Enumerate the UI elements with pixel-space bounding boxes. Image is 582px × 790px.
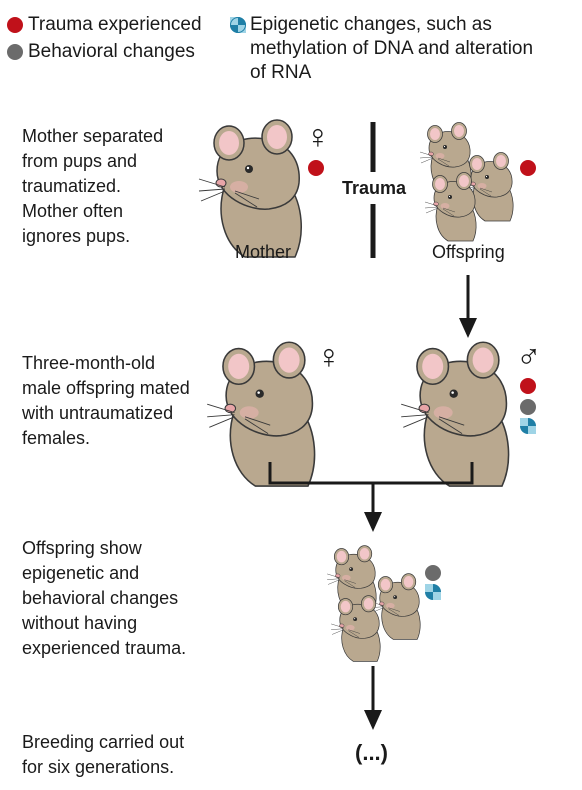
step-3-text: Offspring show epigenetic and behavioral… [22,536,186,661]
step-line: behavioral changes [22,588,179,608]
mouse-icon-female-mate [206,341,316,487]
step-line: for six generations. [22,757,175,777]
legend-epigenetic-line: Epigenetic changes, such as [250,14,492,35]
step-line: from pups and [22,151,138,171]
trauma-dot-icon [308,160,324,176]
step-2-text: Three-month-old male offspring mated wit… [22,351,190,451]
behavior-dot-icon [7,44,23,60]
legend-epigenetic-line: methylation of DNA and alteration [250,38,534,59]
female-symbol-icon: ♀ [305,118,331,156]
step-line: traumatized. [22,176,122,196]
step-line: experienced trauma. [22,638,187,658]
female-symbol-icon: ♀ [316,338,342,376]
trauma-dot-icon [520,378,536,394]
arrow-down-icon [459,318,477,338]
legend-trauma: Trauma experienced [28,14,202,35]
step-line: male offspring mated [22,378,190,398]
arrow-down-icon [364,512,382,532]
step-line: epigenetic and [22,563,140,583]
step-line: Mother separated [22,126,164,146]
offspring-label: Offspring [432,242,505,262]
step-line: Mother often [22,201,124,221]
step-line: Breeding carried out [22,732,185,752]
mating-bracket [268,462,474,485]
mouse-icon-gen3-3 [330,595,381,662]
behavior-dot-icon [425,565,441,581]
epigenetic-icon [520,418,536,434]
step-4-text: Breeding carried out for six generations… [22,730,184,780]
mother-label: Mother [235,242,292,262]
continuation-ellipsis: (...) [355,740,388,765]
legend-epigenetic-line: of RNA [250,62,312,83]
male-symbol-icon: ♂ [516,338,542,376]
trauma-dot-icon [7,17,23,33]
mouse-icon-mother [198,119,302,258]
step-line: with untraumatized [22,403,174,423]
step-line: ignores pups. [22,226,131,246]
epigenetic-icon [230,17,246,33]
trauma-label: Trauma [342,178,407,198]
mouse-icon-offspring-3 [424,172,477,242]
step-1-text: Mother separated from pups and traumatiz… [22,124,163,249]
legend-behavioral: Behavioral changes [28,41,195,62]
behavior-dot-icon [520,399,536,415]
mouse-icon-male-offspring [400,341,510,487]
step-line: Offspring show [22,538,142,558]
trauma-dot-icon [520,160,536,176]
epigenetic-icon [425,584,441,600]
step-line: without having [22,613,138,633]
legend-epigenetic: Epigenetic changes, such as methylation … [250,13,533,85]
step-line: females. [22,428,91,448]
arrow-down-icon [364,710,382,730]
step-line: Three-month-old [22,353,156,373]
